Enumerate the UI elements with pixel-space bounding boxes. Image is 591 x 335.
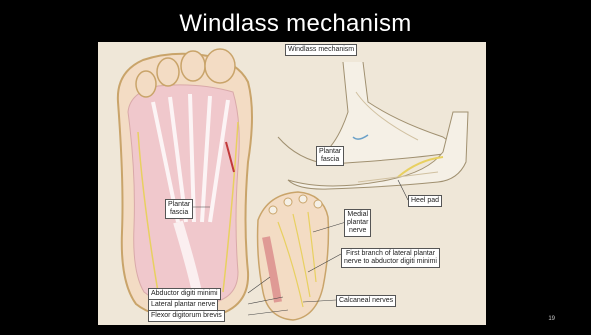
- plantar-foot-small: [258, 192, 329, 320]
- label-first-branch-lateral-plantar-nerve: First branch of lateral plantar nerve to…: [341, 248, 440, 268]
- plantar-foot-large: [118, 49, 252, 318]
- anatomy-illustration: Windlass mechanism Plantar fascia Heel p…: [98, 42, 486, 325]
- label-medial-plantar-nerve: Medial plantar nerve: [344, 209, 371, 237]
- label-flexor-digitorum-brevis: Flexor digitorum brevis: [148, 310, 225, 322]
- label-heel-pad: Heel pad: [408, 195, 442, 207]
- label-plantar-fascia-left: Plantar fascia: [165, 199, 193, 219]
- label-calcaneal-nerves: Calcaneal nerves: [336, 295, 396, 307]
- anatomy-drawing: [98, 42, 486, 325]
- slide-page-number: 19: [548, 316, 555, 322]
- lateral-foot-sketch: [278, 62, 451, 164]
- label-plantar-fascia-top: Plantar fascia: [316, 146, 344, 166]
- label-windlass-mechanism: Windlass mechanism: [285, 44, 357, 56]
- slide-title: Windlass mechanism: [0, 10, 591, 38]
